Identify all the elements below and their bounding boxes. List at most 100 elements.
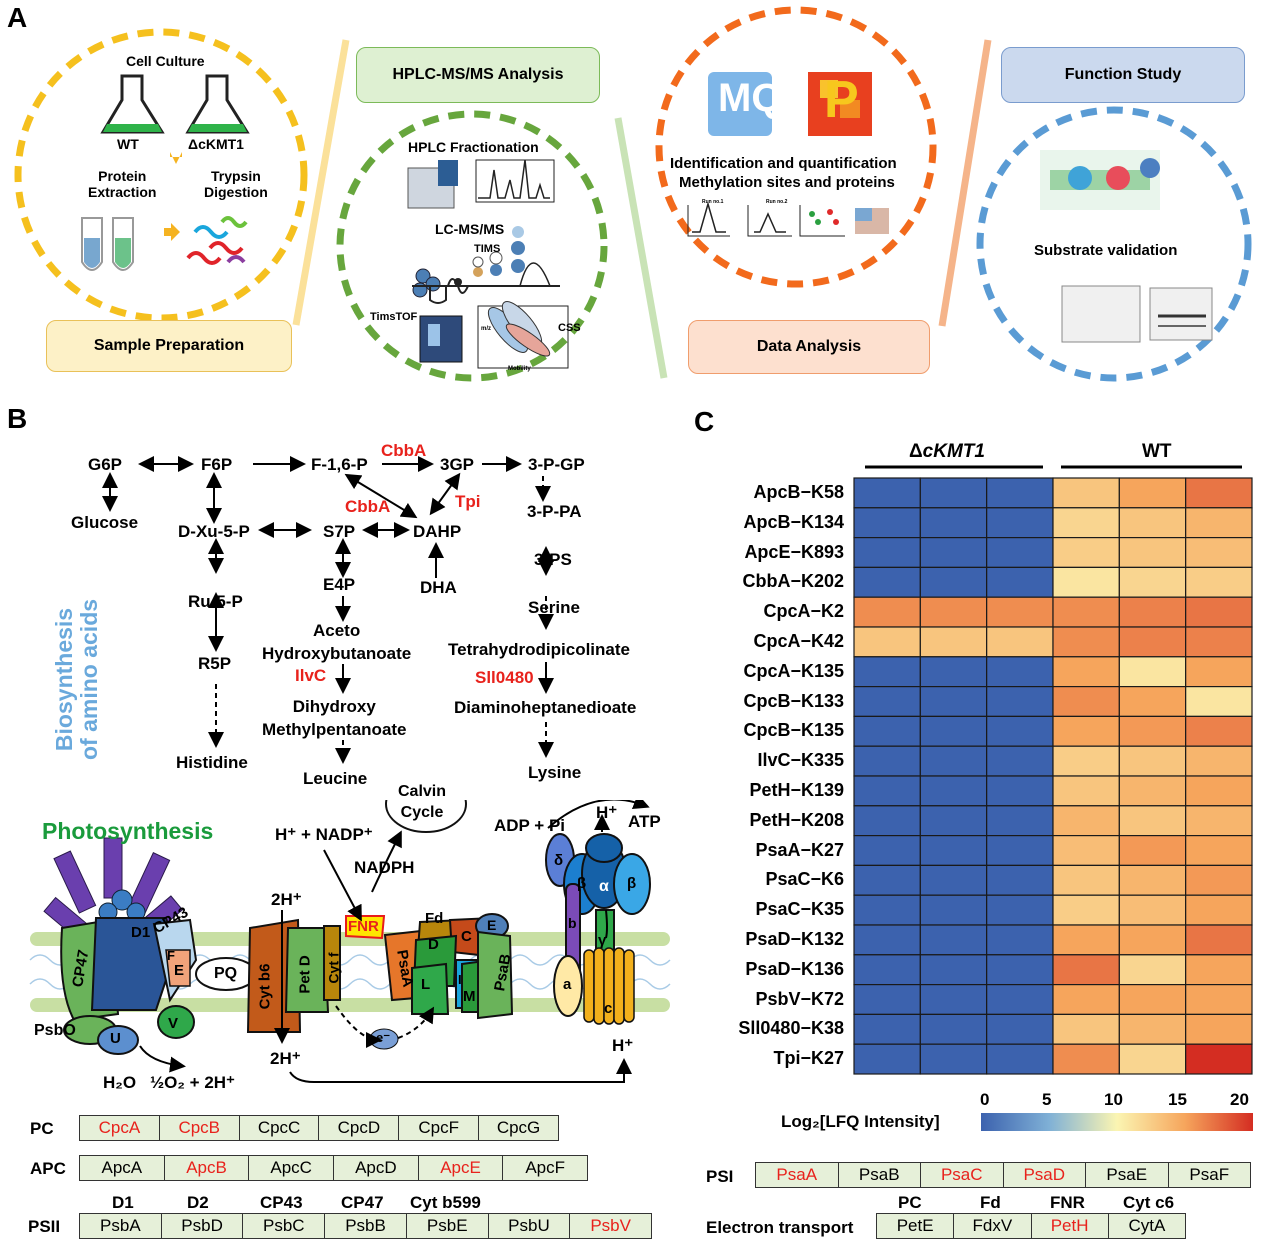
heatmap-cell [853, 626, 921, 658]
g6p: G6P [88, 455, 123, 474]
colorbar-tick-15: 15 [1168, 1090, 1187, 1109]
heatmap-cell [1185, 686, 1253, 718]
psi-cell-psad: PsaD [1004, 1163, 1086, 1187]
electron-row-label: Electron transport [706, 1218, 854, 1237]
timstof-label: TimsTOF [370, 311, 418, 323]
cytf-label: Cyt f [325, 952, 342, 984]
heatmap-cell [986, 626, 1054, 658]
heatmap-cell [1118, 745, 1187, 777]
panel-label-b: B [7, 403, 28, 434]
heatmap-cell [853, 507, 921, 539]
psii-header-cp47: CP47 [341, 1193, 384, 1212]
cytb6-label: Cyt b6 [256, 963, 274, 1010]
heatmap-cell [1052, 775, 1120, 807]
heatmap-cell [919, 715, 988, 747]
psii-row-label: PSII [28, 1217, 61, 1236]
gamma-label: γ [598, 932, 607, 949]
heatmap-cell [1185, 566, 1253, 598]
heatmap-row-label: PsaC−K6 [765, 869, 844, 890]
lcms-label: LC-MS/MS [435, 221, 505, 237]
3pgp: 3-P-GP [528, 455, 585, 474]
heatmap-row-label: Tpi−K27 [773, 1048, 844, 1069]
enzyme-cbba-1: CbbA [381, 441, 427, 460]
photosynthesis-title: Photosynthesis [42, 818, 214, 844]
heatmap-cell [1052, 894, 1120, 926]
heatmap-cell [853, 745, 921, 777]
heatmap-row-label: PsaA−K27 [755, 839, 844, 860]
hplus-top: H⁺ [596, 803, 618, 822]
panel-label-a: A [7, 2, 28, 33]
psi-cell-psab: PsaB [839, 1163, 921, 1187]
delta-label: δ [554, 852, 564, 869]
heatmap-cell [919, 984, 988, 1016]
psi-cell-psaf: PsaF [1189, 1165, 1230, 1184]
l-label: L [421, 976, 431, 993]
3gp: 3GP [440, 455, 475, 474]
pc-cell-cpcd: CpcD [319, 1116, 400, 1140]
heatmap-cell [1118, 626, 1187, 658]
heatmap-cell [1185, 954, 1253, 986]
b-label: b [568, 915, 577, 931]
heatmap-cell [1052, 507, 1120, 539]
heatmap-cell [919, 507, 988, 539]
heatmap-cell [853, 686, 921, 718]
pc-cell-cpcb: CpcB [160, 1116, 240, 1140]
heatmap-cell [1118, 805, 1187, 837]
heatmap-cell [1185, 477, 1253, 509]
psii-cell-psbb: PsbB [325, 1214, 407, 1238]
heatmap-row-label: CpcB−K135 [743, 720, 844, 741]
heatmap-cell [919, 745, 988, 777]
apc-cell-apca: ApcA [80, 1156, 165, 1180]
heatmap-cell [853, 656, 921, 688]
psii-header-cp43: CP43 [260, 1193, 303, 1212]
heatmap-cell [853, 805, 921, 837]
heatmap-cell [1118, 686, 1187, 718]
heatmap-cell [1185, 805, 1253, 837]
serine: Serine [528, 598, 580, 617]
heatmap-cell [1052, 1013, 1120, 1045]
heatmap-row-label: PsaD−K132 [745, 928, 844, 949]
psi-row-label: PSI [706, 1167, 734, 1186]
alpha-label: α [599, 878, 609, 895]
psi-cell-psaa: PsaA [756, 1163, 839, 1187]
heatmap-cell [1118, 656, 1187, 688]
heatmap-cell [853, 984, 921, 1016]
heatmap-cell [1118, 1043, 1187, 1075]
heatmap-cell [853, 566, 921, 598]
pc-cell-cpca: CpcA [80, 1116, 160, 1140]
heatmap-cell [1052, 596, 1120, 628]
dxu5p: D-Xu-5-P [178, 522, 250, 541]
psii-cell-psbd: PsbD [162, 1214, 244, 1238]
heatmap-cell [986, 924, 1054, 956]
function-study-box: Function Study [1001, 47, 1245, 103]
fd-label: Fd [425, 910, 444, 927]
heatmap-cell [986, 656, 1054, 688]
ru5p: Ru-5-P [188, 592, 243, 611]
heatmap-cell [853, 1043, 921, 1075]
heatmap-cell [919, 1013, 988, 1045]
heatmap-cell [986, 835, 1054, 867]
psae-label: E [487, 917, 497, 933]
apc-cell-apce: ApcE [419, 1156, 504, 1180]
heatmap-cell [986, 775, 1054, 807]
methylation-label: Methylation sites and proteins [679, 174, 895, 191]
water-label: H₂O [103, 1073, 137, 1092]
heatmap-cell [919, 835, 988, 867]
et-cell-pete: PetE [877, 1214, 955, 1238]
i-label: I [458, 972, 462, 987]
colorbar-tick-5: 5 [1042, 1090, 1052, 1109]
heatmap-cell [1185, 745, 1253, 777]
c-label: C [461, 928, 472, 945]
heatmap-cell [1052, 924, 1120, 956]
heatmap-cell [1052, 715, 1120, 747]
beta1-label: β [577, 875, 587, 892]
heatmap-cell [1185, 507, 1253, 539]
heatmap-cell [853, 894, 921, 926]
oxygen-label: ½O₂ + 2H⁺ [150, 1073, 236, 1092]
heatmap-cell [919, 864, 988, 896]
hplc-fractionation-label: HPLC Fractionation [408, 139, 539, 155]
2h-bottom: 2H⁺ [270, 1049, 301, 1068]
heatmap-row-label: PsbV−K72 [755, 988, 844, 1009]
